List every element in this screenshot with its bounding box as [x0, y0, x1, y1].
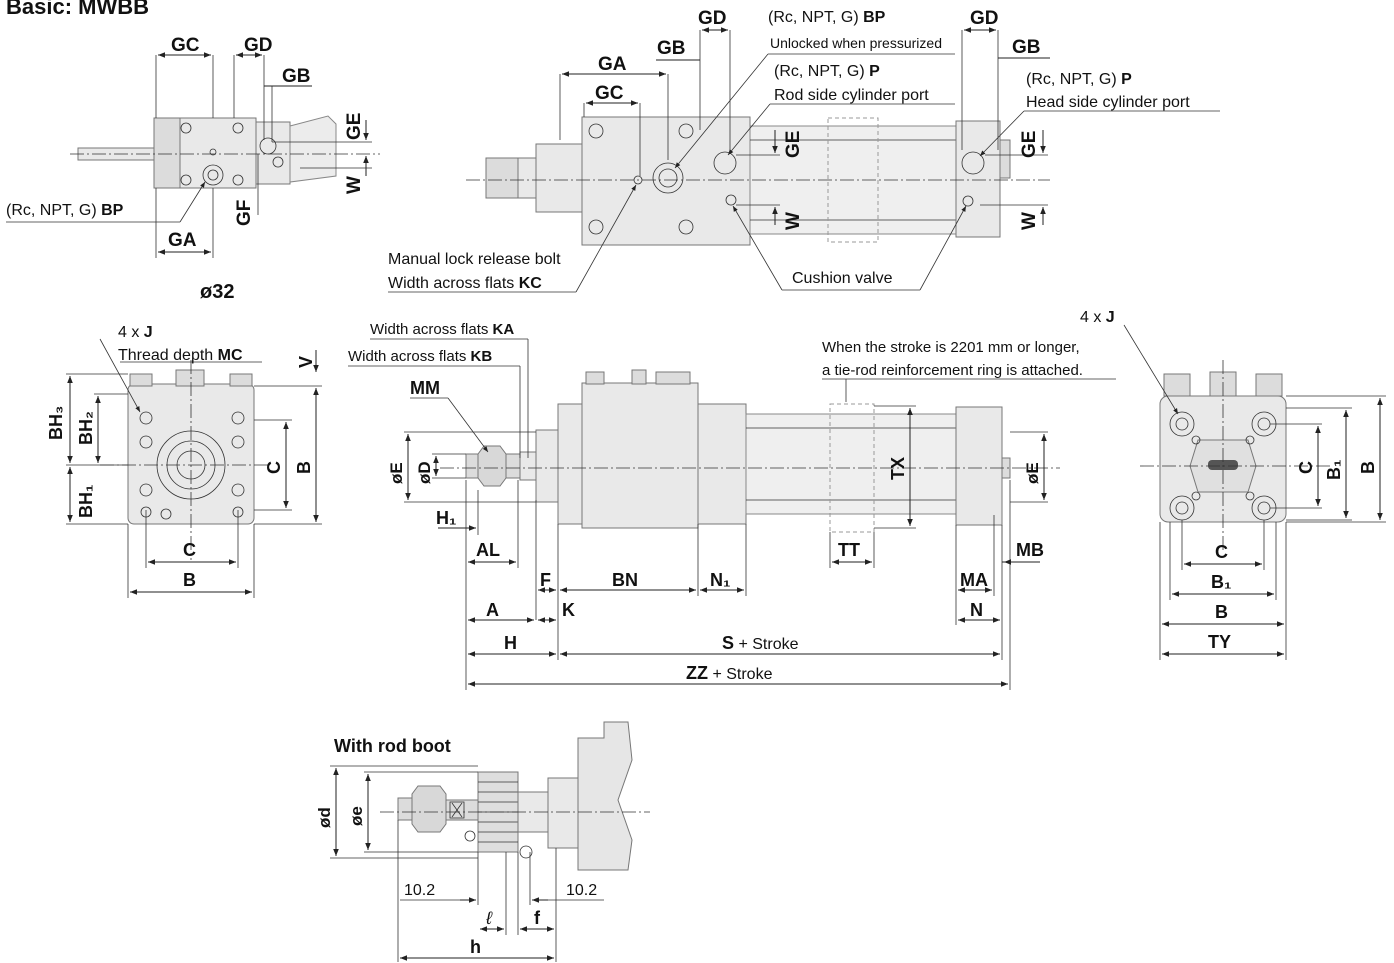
dim-a: A — [486, 600, 499, 620]
dim-b-vertical: B — [294, 461, 314, 474]
dim-ge-mid: GE — [783, 131, 804, 158]
rod-boot-title: With rod boot — [334, 736, 451, 756]
dim-e-left: øE — [387, 462, 406, 484]
stroke-note-line1: When the stroke is 2201 mm or longer, — [822, 339, 1080, 356]
dim-f: F — [540, 570, 551, 590]
dim-bh2: BH₂ — [76, 411, 96, 445]
p-head-note-line2: Head side cylinder port — [1026, 94, 1190, 111]
p-head-note: (Rc, NPT, G) P — [1026, 71, 1132, 88]
dim-tt: TT — [838, 540, 860, 560]
main-side-view: Width across flats KA Width across flats… — [348, 321, 1116, 690]
end-holes-note: 4 x J — [1080, 309, 1115, 326]
dim-c-horizontal: C — [183, 540, 196, 560]
dim-ga-top: GA — [598, 54, 627, 75]
end-dim-b1-horizontal: B₁ — [1211, 572, 1231, 592]
end-view-head: 4 x J C B₁ B C B₁ B TY — [1080, 309, 1386, 660]
top-view: GA GB GC GD GD GB GE W GE W (Rc, NPT, G)… — [388, 8, 1220, 293]
front-view-rod-end: 4 x J Thread depth MC V BH₃ BH₂ BH₁ C B … — [46, 324, 322, 598]
dim-ge-right: GE — [1019, 131, 1040, 158]
dim-mm: MM — [410, 378, 440, 398]
release-note-line2: Width across flats KC — [388, 275, 542, 292]
dim-s-stroke: S + Stroke — [722, 633, 799, 653]
dim-10-2-left: 10.2 — [404, 882, 435, 899]
dim-n: N — [970, 600, 983, 620]
dim-ga: GA — [168, 230, 197, 251]
dim-gd-top-right: GD — [970, 8, 999, 29]
dim-mb: MB — [1016, 540, 1044, 560]
dim-10-2-right: 10.2 — [566, 882, 597, 899]
dim-v: V — [296, 356, 316, 368]
ka-note: Width across flats KA — [370, 321, 514, 338]
dim-gc-top: GC — [595, 83, 624, 104]
dim-h-boot: h — [470, 937, 481, 957]
p-rod-note: (Rc, NPT, G) P — [774, 63, 880, 80]
bp-unlock-note: (Rc, NPT, G) BP — [768, 9, 886, 26]
dim-gd-top: GD — [698, 8, 727, 29]
dim-c-vertical: C — [264, 461, 284, 474]
bp-unlock-note-line2: Unlocked when pressurized — [770, 35, 942, 51]
thread-depth-note: Thread depth MC — [118, 347, 243, 364]
end-dim-c-horizontal: C — [1215, 542, 1228, 562]
dim-bh3: BH₃ — [46, 406, 66, 440]
dim-tx: TX — [888, 457, 908, 480]
bore-label: ø32 — [200, 281, 234, 303]
dim-gb-top: GB — [657, 38, 686, 59]
bp-port-note: (Rc, NPT, G) BP — [6, 202, 124, 219]
end-dim-ty: TY — [1208, 632, 1231, 652]
dim-gb-top-right: GB — [1012, 37, 1041, 58]
dim-ma: MA — [960, 570, 988, 590]
dim-gb: GB — [282, 66, 311, 87]
dim-w-right: W — [1019, 212, 1040, 230]
dim-f-boot: f — [534, 908, 541, 928]
dim-l: ℓ — [485, 908, 493, 928]
dim-w: W — [344, 176, 365, 194]
dim-gf: GF — [234, 200, 255, 226]
p-rod-note-line2: Rod side cylinder port — [774, 87, 929, 104]
kb-note: Width across flats KB — [348, 348, 492, 365]
dim-h1: H₁ — [436, 508, 456, 528]
dim-n1: N₁ — [710, 570, 730, 590]
end-dim-c-vertical: C — [1296, 461, 1316, 474]
end-dim-b-horizontal: B — [1215, 602, 1228, 622]
release-note: Manual lock release bolt — [388, 251, 561, 268]
side-view-small: GC GD GB GE W GF GA (Rc, NPT, G) BP ø32 — [6, 35, 380, 303]
rod-boot-view: With rod boot ød øe 10.2 10.2 ℓ f h — [315, 721, 650, 962]
dim-al: AL — [476, 540, 500, 560]
cushion-note: Cushion valve — [792, 270, 893, 287]
dim-w-mid: W — [783, 212, 804, 230]
dim-gd: GD — [244, 35, 273, 56]
end-dim-b-vertical: B — [1358, 461, 1378, 474]
dim-gc: GC — [171, 35, 200, 56]
dim-d-boot: ød — [315, 807, 334, 828]
dim-ge: GE — [344, 113, 365, 140]
dim-bn: BN — [612, 570, 638, 590]
drawing-title: Basic: MWBB — [6, 0, 149, 19]
stroke-note-line2: a tie-rod reinforcement ring is attached… — [822, 362, 1083, 379]
dim-b-horizontal: B — [183, 570, 196, 590]
dim-h: H — [504, 633, 517, 653]
dim-zz-stroke: ZZ + Stroke — [686, 663, 773, 683]
dim-d: øD — [415, 461, 434, 484]
dim-k: K — [562, 600, 575, 620]
front-holes-note: 4 x J — [118, 324, 153, 341]
dim-e-right: øE — [1023, 462, 1042, 484]
dim-e-boot: øe — [347, 806, 366, 826]
end-dim-b1-vertical: B₁ — [1324, 460, 1344, 480]
dim-bh1: BH₁ — [76, 485, 96, 518]
